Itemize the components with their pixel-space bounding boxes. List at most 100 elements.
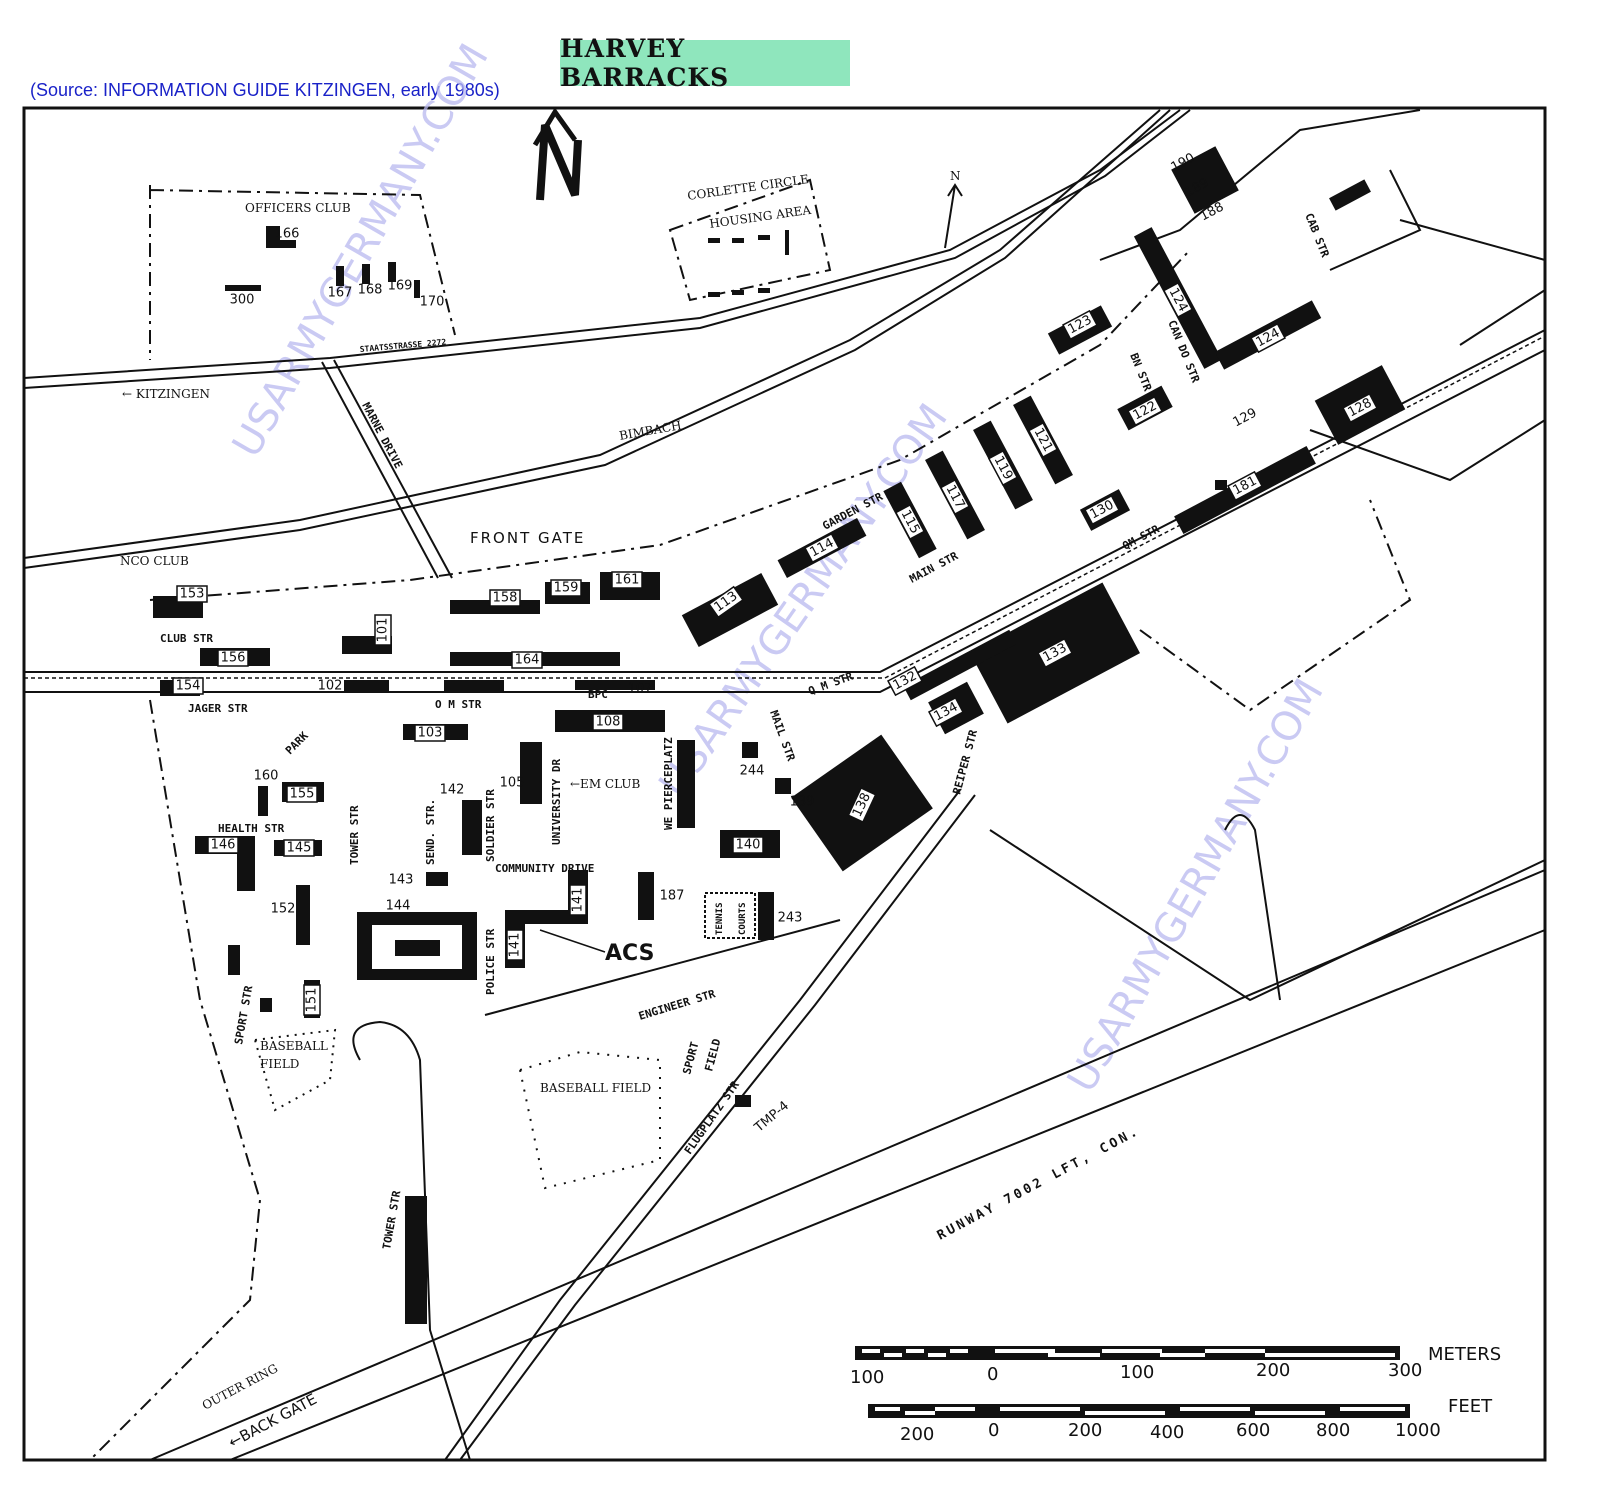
building-108: 108 — [596, 715, 621, 730]
building-105: 105 — [500, 776, 525, 791]
building-144: 144 — [386, 899, 411, 914]
street-sport: SPORT STR — [232, 984, 255, 1045]
scale-tick: 400 — [1150, 1422, 1184, 1443]
street-tower: TOWER STR — [348, 805, 361, 865]
street-marne-drive: MARNE DRIVE — [359, 400, 405, 470]
building-153: 153 — [180, 587, 205, 602]
street-mail: MAIL STR — [767, 709, 797, 764]
label-nco-club: NCO CLUB — [120, 554, 189, 568]
building-152: 152 — [271, 902, 296, 917]
scale-tick: 0 — [988, 1420, 999, 1441]
title-highlight: HARVEY BARRACKS — [560, 34, 850, 92]
building-140: 140 — [736, 838, 761, 853]
building-160: 160 — [254, 769, 279, 784]
street-police: POLICE STR — [484, 928, 497, 995]
scale-tick: 200 — [900, 1424, 934, 1445]
label-front-gate: FRONT GATE — [470, 529, 585, 547]
building-tmp-4: TMP-4 — [751, 1098, 792, 1136]
watermark-text: USARMYGERMANY.COM — [224, 36, 498, 465]
street-om: O M STR — [435, 698, 482, 711]
scale-meters-label: METERS — [1428, 1344, 1501, 1365]
building-139: 139 — [790, 795, 815, 810]
street-main: MAIN STR — [907, 549, 960, 586]
street-club: CLUB STR — [160, 632, 213, 645]
building-101: 101 — [376, 618, 391, 643]
label-sport-field: FIELD — [702, 1037, 723, 1073]
scale-tick: 300 — [1388, 1360, 1422, 1381]
label-tennis: TENNIS — [715, 902, 725, 935]
building-170: 170 — [420, 295, 445, 310]
street-send: SEND. STR. — [424, 799, 437, 865]
street-reiper: REIPER STR — [950, 728, 980, 796]
north-arrow: N — [532, 107, 963, 249]
scale-tick: 0 — [987, 1364, 998, 1385]
building-300: 300 — [230, 293, 255, 308]
label-baseball-field: BASEBALL — [260, 1039, 328, 1053]
building-151: 151 — [305, 988, 320, 1013]
source-caption: (Source: INFORMATION GUIDE KITZINGEN, ea… — [30, 80, 500, 100]
building-161: 161 — [615, 573, 640, 588]
building-244: 244 — [740, 764, 765, 779]
street-bn: BN STR — [1127, 351, 1154, 393]
building-159: 159 — [554, 581, 579, 596]
label-park: PARK — [283, 729, 311, 757]
scale-feet-label: FEET — [1448, 1396, 1493, 1417]
building-155: 155 — [290, 787, 315, 802]
north-label: N — [950, 169, 961, 183]
scale-tick: 100 — [850, 1367, 884, 1388]
scale-tick: 200 — [1256, 1360, 1290, 1381]
building-141: 141 — [571, 888, 586, 913]
street-university: UNIVERSITY DR — [550, 759, 563, 845]
label-bpc: BPC — [588, 688, 608, 701]
building-146: 146 — [211, 838, 236, 853]
building-145: 145 — [287, 841, 312, 856]
label-housing-area: HOUSING AREA — [708, 203, 812, 231]
building-141: 141 — [508, 933, 523, 958]
label-officers-club: OFFICERS CLUB — [245, 201, 351, 215]
building-167: 167 — [328, 286, 353, 301]
building-102: 102 — [318, 679, 343, 694]
label-bimbach: BIMBACH — [618, 418, 682, 443]
building-166: 166 — [275, 227, 300, 242]
label-em-club: ←EM CLUB — [570, 777, 641, 791]
street-tower-south: TOWER STR — [380, 1189, 403, 1250]
building-156: 156 — [221, 651, 246, 666]
watermark-text: USARMYGERMANY.COM — [651, 396, 957, 806]
street-soldier: SOLDIER STR — [484, 789, 497, 862]
label-kitzingen: ← KITZINGEN — [122, 387, 210, 401]
label-sport-field: SPORT — [680, 1040, 701, 1076]
building-154: 154 — [176, 679, 201, 694]
label-outer-ring: OUTER RING — [200, 1361, 280, 1413]
building-164: 164 — [515, 653, 540, 668]
map-title: HARVEY BARRACKS — [560, 34, 730, 92]
label-baseball-field: FIELD — [260, 1057, 299, 1071]
buildings-diagonal — [681, 146, 1406, 872]
street-flugplatz: FLUGPLATZ STR — [682, 1078, 742, 1156]
building-103: 103 — [418, 726, 443, 741]
roads — [23, 109, 1546, 1461]
label-corlette-circle: CORLETTE CIRCLE — [686, 172, 809, 203]
scale-tick: 100 — [1120, 1362, 1154, 1383]
street-health: HEALTH STR — [218, 822, 285, 835]
building-142: 142 — [440, 783, 465, 798]
watermark-text: USARMYGERMANY.COM — [1059, 671, 1333, 1100]
building-169: 169 — [388, 279, 413, 294]
building-168: 168 — [358, 283, 383, 298]
street-staatsstrasse: STAATSSTRASSE 2272 — [359, 337, 446, 354]
building-129: 129 — [1231, 406, 1260, 431]
label-baseball-field-2: BASEBALL FIELD — [540, 1081, 651, 1095]
street-qm: Q M STR — [807, 670, 855, 698]
building-187: 187 — [660, 889, 685, 904]
scale-tick: 800 — [1316, 1420, 1350, 1441]
building-143: 143 — [389, 873, 414, 888]
street-community-drive: COMMUNITY DRIVE — [495, 862, 594, 875]
building-243: 243 — [778, 911, 803, 926]
street-cab: CAB STR — [1302, 211, 1332, 259]
scale-tick: 1000 — [1395, 1420, 1441, 1441]
street-pierceplatz: WE PIERCEPLATZ — [662, 737, 675, 830]
scale-tick: 200 — [1068, 1420, 1102, 1441]
scale-bar-meters: 100 0 100 200 300 METERS — [850, 1344, 1501, 1388]
label-runway: RUNWAY 7002 LFT, CON. — [935, 1124, 1143, 1244]
building-107: 107 — [628, 682, 653, 697]
